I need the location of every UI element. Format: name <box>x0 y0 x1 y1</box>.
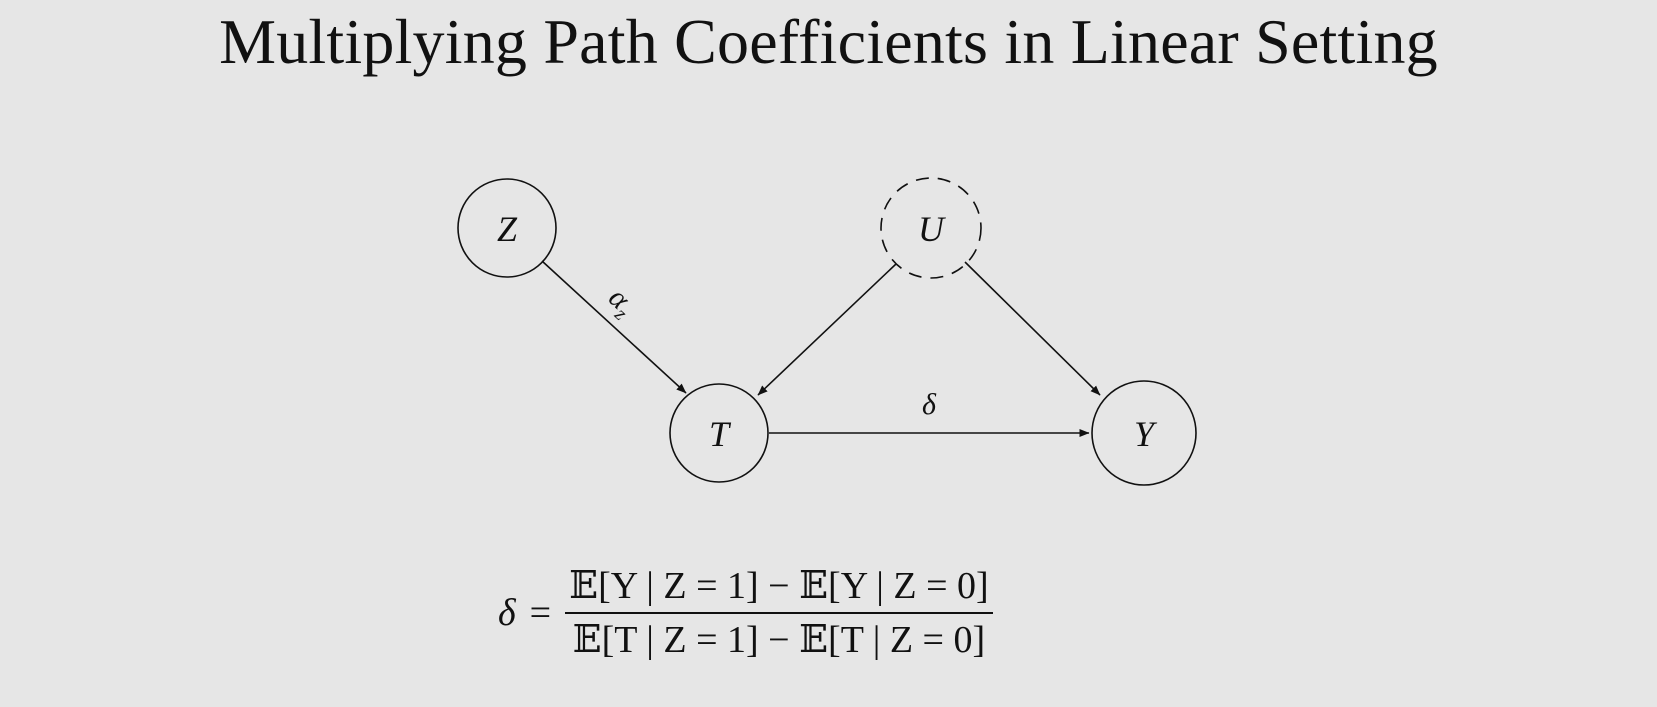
node-y: Y <box>1091 380 1197 486</box>
formula-numerator: 𝔼[Y | Z = 1] − 𝔼[Y | Z = 0] <box>565 566 993 614</box>
wald-estimator-formula: δ = 𝔼[Y | Z = 1] − 𝔼[Y | Z = 0] 𝔼[T | Z … <box>498 566 993 660</box>
formula-denominator: 𝔼[T | Z = 1] − 𝔼[T | Z = 0] <box>572 619 986 661</box>
edge-z-to-t <box>541 260 687 394</box>
edge-u-to-y <box>964 261 1101 396</box>
edge-label-delta: δ <box>922 388 937 421</box>
node-t: T <box>669 383 769 483</box>
formula-equals: = <box>529 592 552 634</box>
node-y-label: Y <box>1134 414 1158 454</box>
node-u-label: U <box>918 209 946 249</box>
node-u-latent: U <box>880 177 982 279</box>
formula-lhs: δ <box>498 592 516 634</box>
node-z: Z <box>457 178 557 278</box>
edge-u-to-t <box>757 263 897 396</box>
slide-title: Multiplying Path Coefficients in Linear … <box>219 6 1438 77</box>
node-z-label: Z <box>497 209 518 249</box>
formula-fraction: 𝔼[Y | Z = 1] − 𝔼[Y | Z = 0] 𝔼[T | Z = 1]… <box>565 566 993 660</box>
node-t-label: T <box>709 414 732 454</box>
